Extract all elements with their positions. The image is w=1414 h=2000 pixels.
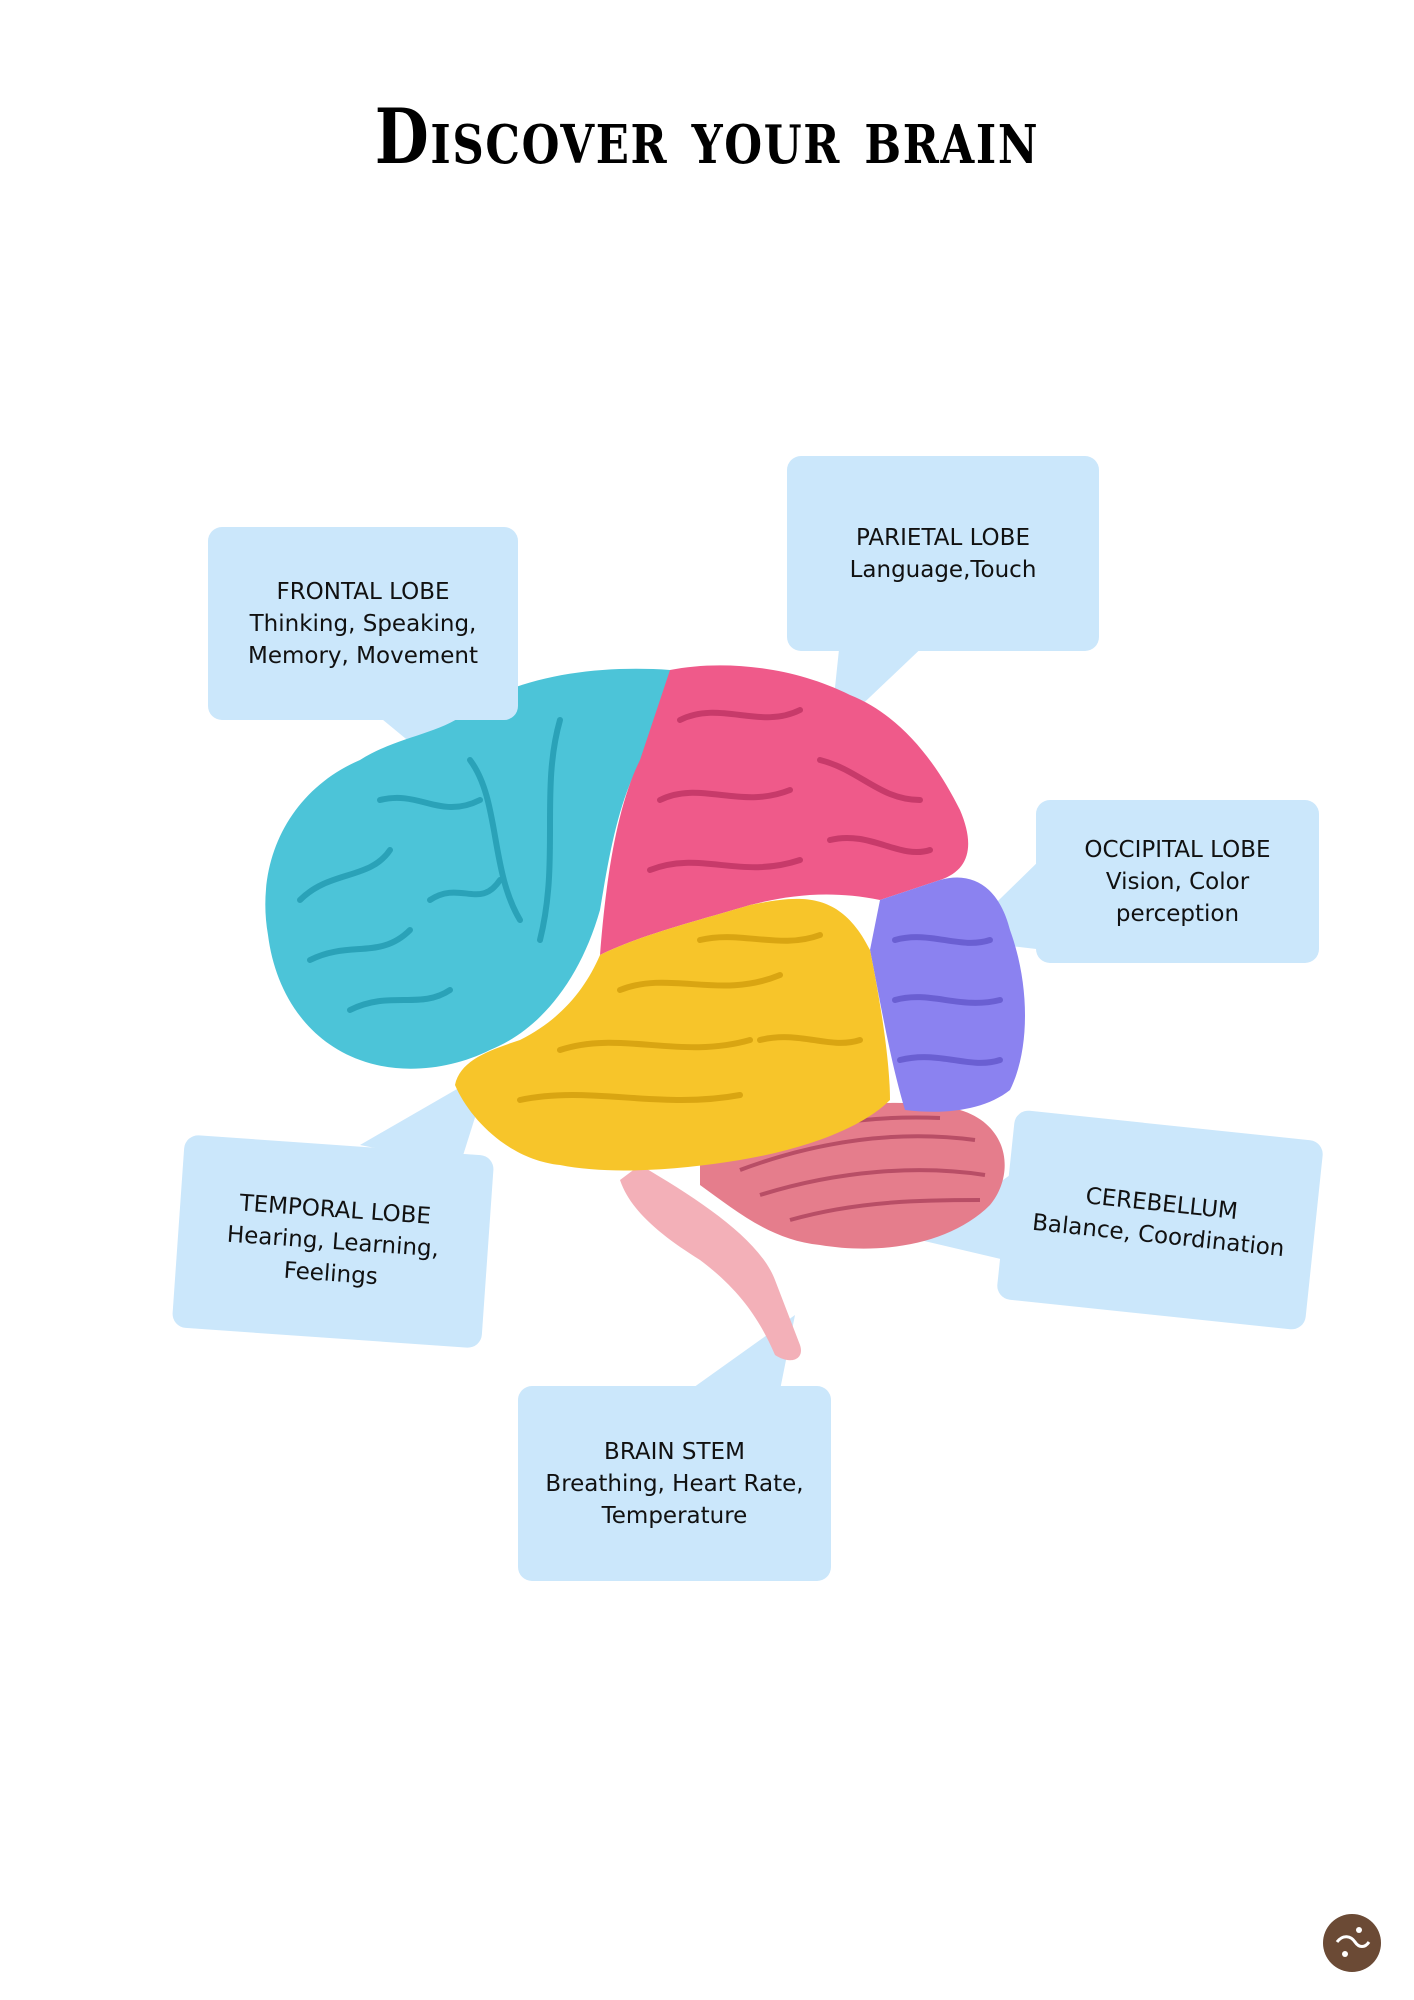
frontal-gyri [297, 717, 563, 1013]
parietal-gyri [647, 707, 933, 873]
frontal-lobe [265, 668, 681, 1069]
callout-brain-stem: BRAIN STEM Breathing, Heart Rate, Temper… [518, 1386, 831, 1581]
callout-title: FRONTAL LOBE [276, 578, 450, 605]
callout-title: PARIETAL LOBE [856, 524, 1030, 551]
brain-stem [620, 1165, 801, 1361]
callout-title: OCCIPITAL LOBE [1084, 836, 1271, 863]
temporal-pointer [360, 1070, 490, 1165]
occipital-gyri [892, 934, 1003, 1066]
callout-frontal-lobe: FRONTAL LOBE Thinking, Speaking, Memory,… [208, 527, 518, 720]
callout-description: Breathing, Heart Rate, Temperature [545, 1470, 804, 1529]
temporal-gyri [517, 932, 863, 1103]
page-title: Discover your brain [374, 92, 1040, 181]
callout-occipital-lobe: OCCIPITAL LOBE Vision, Color perception [1036, 800, 1319, 963]
callout-description: Language,Touch [849, 556, 1037, 583]
callout-cerebellum: CEREBELLUM Balance, Coordination [995, 1109, 1325, 1331]
temporal-lobe [455, 898, 890, 1171]
callout-description: Vision, Color perception [1105, 868, 1250, 927]
callout-title: BRAIN STEM [604, 1438, 745, 1465]
callout-parietal-lobe: PARIETAL LOBE Language,Touch [787, 456, 1099, 651]
parietal-lobe [600, 665, 969, 955]
the-ways-to-teach-logo [1323, 1914, 1381, 1972]
callout-temporal-lobe: TEMPORAL LOBE Hearing, Learning, Feeling… [171, 1134, 495, 1349]
callout-description: Thinking, Speaking, Memory, Movement [248, 610, 478, 669]
occipital-lobe [870, 877, 1025, 1112]
